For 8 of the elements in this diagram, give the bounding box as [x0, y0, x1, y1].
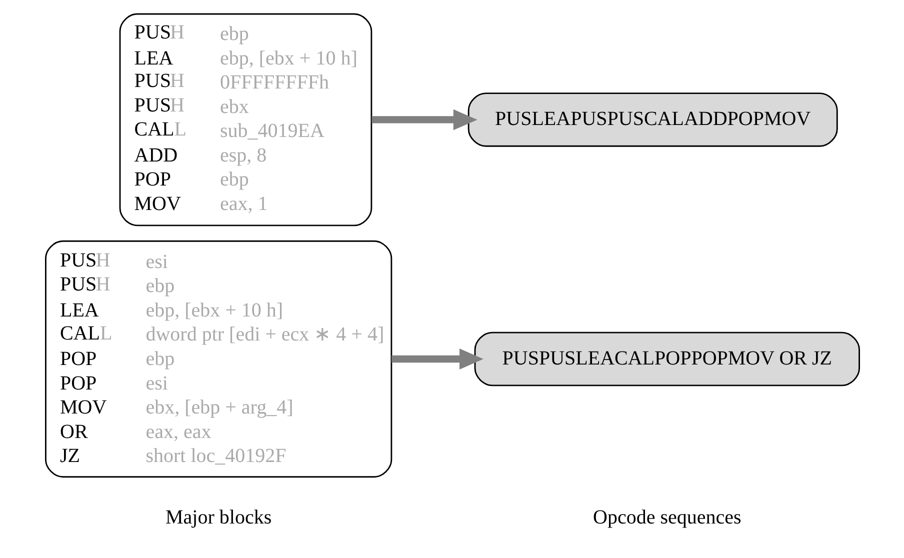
node-box: PUSLEAPUSPUSCALADDPOPMOV: [467, 92, 838, 147]
label: Major blocks: [165, 506, 272, 529]
node-box: PUSPUSLEACALPOPPOPMOV OR JZ: [474, 332, 860, 386]
arrow: [391, 348, 483, 370]
node-box: PUSH ebp LEA ebp, [ebx + 10 h] PUSH 0FFFFFFFFh PUSH ebx CALL sub_4019EA ADD esp, 8 POP ebp MOV eax, 1: [118, 13, 372, 226]
node-box: PUSH esi PUSH ebp LEA ebp, [ebx + 10 h] CALL dword ptr [edi + ecx ∗ 4 + 4] POP ebp POP esi MOV ebx, [ebp + arg_4] OR eax, eax JZ short loc_40192F: [44, 240, 392, 478]
label: Opcode sequences: [592, 506, 741, 529]
arrow: [371, 109, 477, 130]
